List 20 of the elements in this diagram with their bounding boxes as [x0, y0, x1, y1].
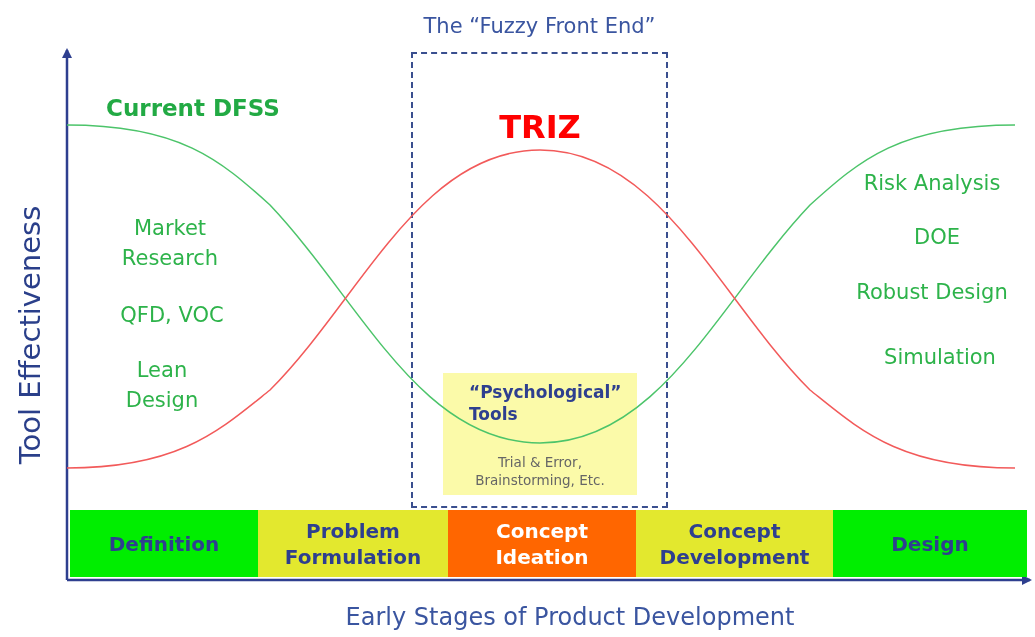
text-label: TRIZ	[499, 107, 581, 148]
stage-block: Definition	[70, 510, 258, 577]
text-label: Current DFSS	[106, 94, 280, 123]
text-label: Lean Design	[124, 357, 200, 415]
axis-title: Tool Effectiveness	[12, 205, 48, 465]
panel-heading: “Psychological” Tools	[469, 381, 619, 426]
text-label: Market Research	[120, 215, 220, 273]
text-label: Simulation	[884, 344, 996, 371]
text-label: DOE	[914, 224, 960, 251]
stage-block: Problem Formulation	[258, 510, 448, 577]
stage-block: Design	[833, 510, 1027, 577]
text-label: Early Stages of Product Development	[345, 602, 795, 633]
stage-block: Concept Development	[636, 510, 833, 577]
stage-block: Concept Ideation	[448, 510, 636, 577]
highlight-panel	[443, 373, 637, 495]
frame-heading: The “Fuzzy Front End”	[422, 14, 657, 38]
text-label: QFD, VOC	[120, 302, 224, 329]
text-label: Robust Design	[856, 279, 1008, 306]
panel-note: Trial & Error, Brainstorming, Etc.	[474, 452, 606, 489]
text-label: Risk Analysis	[863, 170, 1001, 197]
